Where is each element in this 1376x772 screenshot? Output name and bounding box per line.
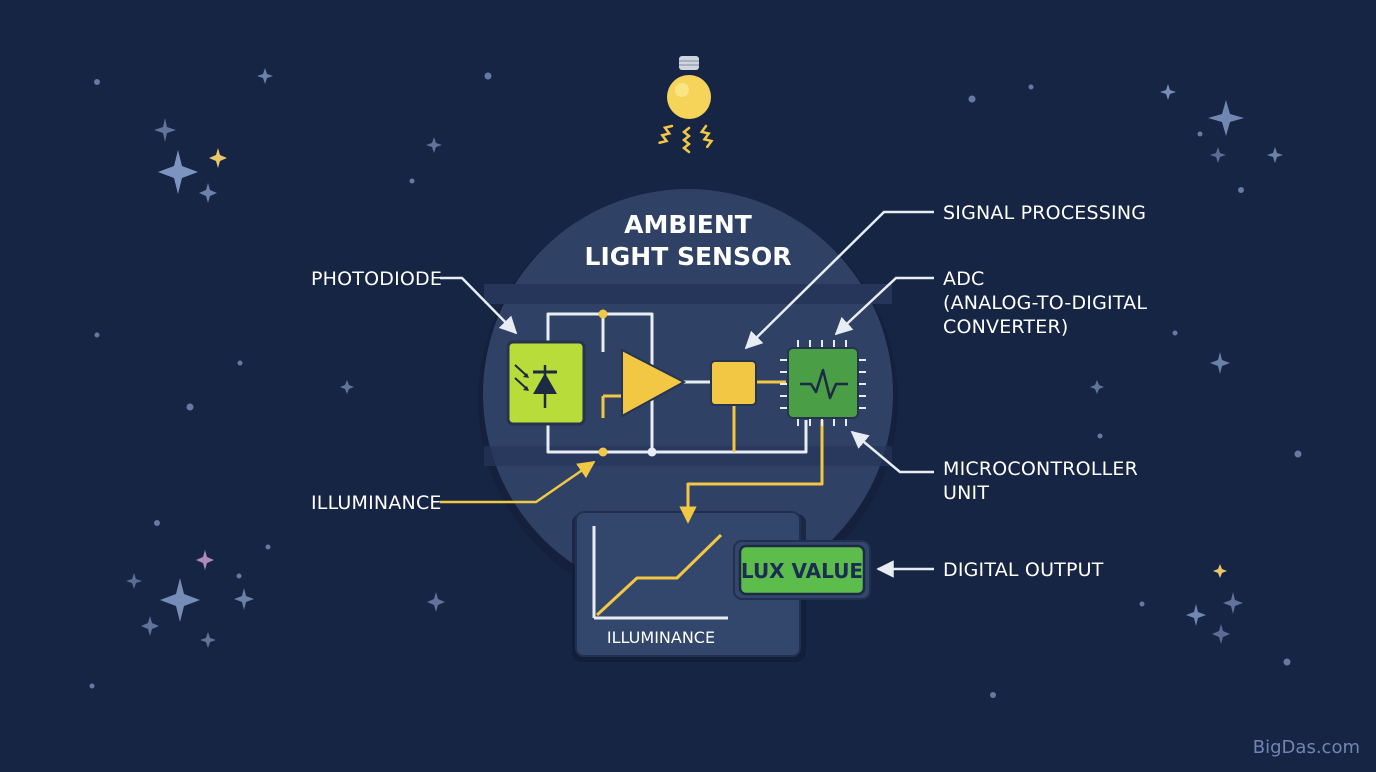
- junction-dot: [598, 309, 608, 319]
- photodiode-icon: [506, 340, 586, 426]
- title-line-1: AMBIENT: [624, 210, 752, 239]
- sensor-body: [478, 189, 898, 610]
- label-adc-line-1: ADC: [943, 268, 985, 290]
- label-photodiode: PHOTODIODE: [311, 268, 442, 290]
- background-stars: [89, 68, 1302, 698]
- title-line-2: LIGHT SENSOR: [585, 242, 792, 271]
- light-bulb-icon: [658, 56, 714, 154]
- label-signal-processing: SIGNAL PROCESSING: [943, 202, 1146, 224]
- signal-processing-block: [710, 360, 757, 406]
- label-digital-output: DIGITAL OUTPUT: [943, 559, 1104, 581]
- label-mcu-line-2: UNIT: [943, 482, 989, 504]
- lux-value-text: LUX VALUE: [741, 559, 863, 583]
- amplifier-icon: [621, 348, 687, 418]
- sparkle-icon: [196, 550, 214, 570]
- sparkle-icon: [209, 148, 1227, 578]
- callout-leaders: [440, 210, 934, 578]
- junction-dot: [598, 447, 608, 457]
- label-illuminance-left: ILLUMINANCE: [311, 492, 442, 514]
- label-adc-line-2: (ANALOG-TO-DIGITAL: [943, 292, 1147, 314]
- background-dots: [89, 72, 1302, 698]
- waveform-icon: [800, 368, 848, 400]
- label-mcu-line-1: MICROCONTROLLER: [943, 458, 1138, 480]
- junction-dot: [647, 447, 657, 457]
- processor-chip-icon: [780, 340, 866, 426]
- label-adc-line-3: CONVERTER): [943, 316, 1068, 338]
- sparkle-icon: [126, 68, 1283, 648]
- graph-label: ILLUMINANCE: [607, 628, 715, 647]
- lux-value-display: LUX VALUE: [733, 540, 871, 600]
- watermark: BigDas.com: [1253, 737, 1360, 758]
